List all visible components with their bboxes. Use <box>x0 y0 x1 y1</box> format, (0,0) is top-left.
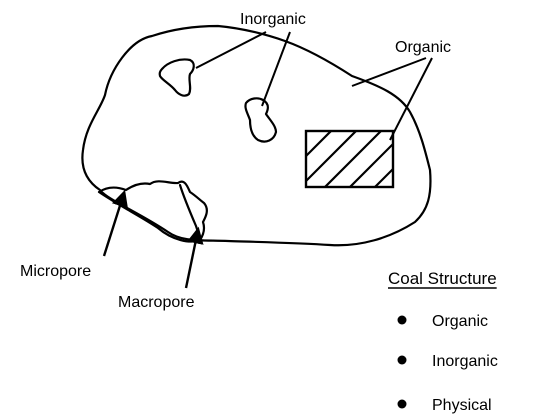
label-micropore: Micropore <box>20 263 91 280</box>
inorganic-leader-lines <box>196 32 290 106</box>
label-macropore: Macropore <box>118 294 195 311</box>
label-organic: Organic <box>395 39 451 56</box>
inorganic-inclusion-2 <box>245 98 276 141</box>
organic-hatched-block <box>306 126 436 191</box>
legend-bullet-inorganic <box>398 356 407 365</box>
label-inorganic: Inorganic <box>240 11 306 28</box>
legend-title: Coal Structure <box>388 269 497 288</box>
legend-item-organic: Organic <box>432 313 488 330</box>
legend-item-physical: Physical <box>432 397 492 414</box>
legend-item-inorganic: Inorganic <box>432 353 498 370</box>
legend-bullet-physical <box>398 400 407 409</box>
organic-leader-lines <box>352 58 432 140</box>
legend-bullet-organic <box>398 316 407 325</box>
coal-particle-outline <box>82 26 430 245</box>
inorganic-inclusion-1 <box>160 59 194 95</box>
legend: Coal Structure Organic Inorganic Physica… <box>388 269 498 414</box>
